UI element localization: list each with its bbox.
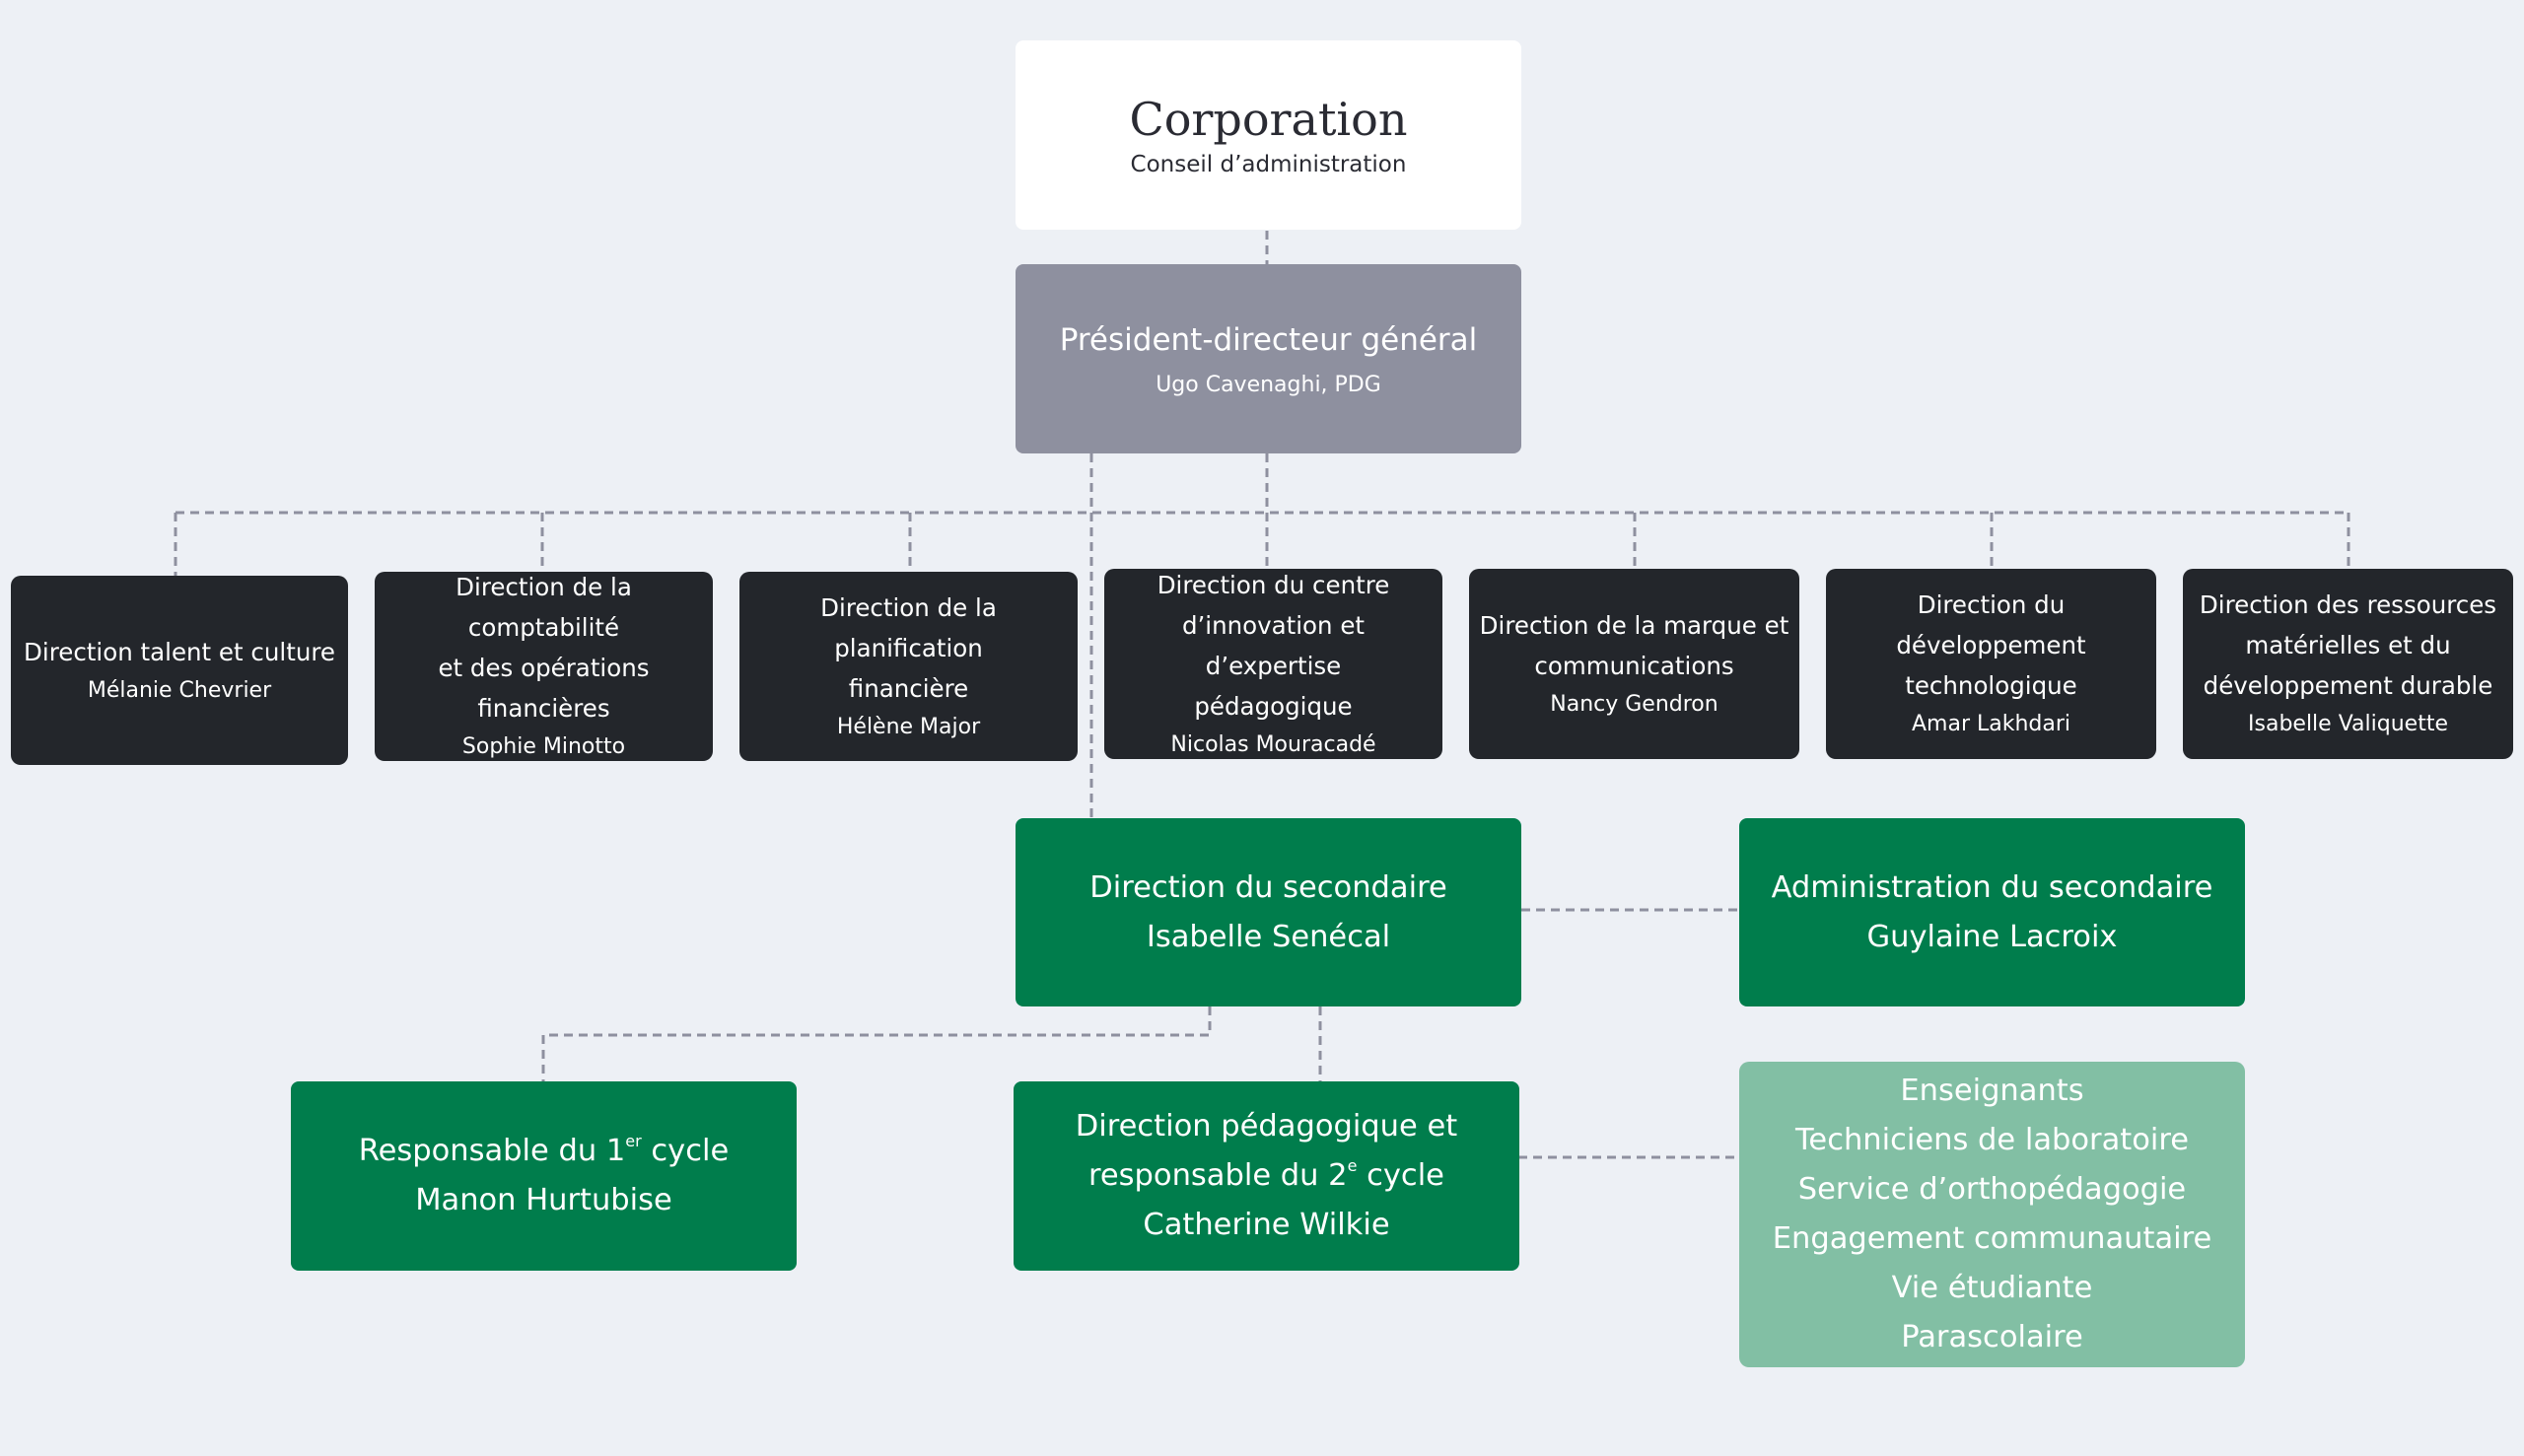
secondary-admin-title: Administration du secondaire xyxy=(1771,869,2213,905)
direction-title-line: financière xyxy=(848,673,969,703)
secondary-admin-person: Guylaine Lacroix xyxy=(1866,919,2118,954)
ceo-box: Président-directeur général Ugo Cavenagh… xyxy=(1016,264,1521,453)
direction-centre-innovation: Direction du centre d’innovation et d’ex… xyxy=(1104,569,1442,759)
direction-talent-culture: Direction talent et culture Mélanie Chev… xyxy=(11,576,348,765)
direction-person: Isabelle Valiquette xyxy=(2248,712,2448,736)
service-item: Parascolaire xyxy=(1901,1320,2083,1354)
connector-secondary-cycle1 xyxy=(541,1006,1212,1081)
cycle1-person: Manon Hurtubise xyxy=(415,1183,672,1217)
direction-title-line: développement durable xyxy=(2203,671,2493,700)
secondary-direction-box: Direction du secondaire Isabelle Senécal xyxy=(1016,818,1521,1006)
direction-person: Hélène Major xyxy=(836,714,981,739)
direction-person: Sophie Minotto xyxy=(461,734,626,759)
direction-title-line: communications xyxy=(1534,651,1734,680)
direction-comptabilite: Direction de la comptabilité et des opér… xyxy=(375,572,713,761)
ceo-title: Président-directeur général xyxy=(1059,322,1478,359)
service-item: Engagement communautaire xyxy=(1772,1221,2212,1256)
direction-title-line: Direction du développement xyxy=(1896,590,2086,659)
cycle2-box: Direction pédagogique et responsable du … xyxy=(1014,1081,1519,1271)
corporation-subtitle: Conseil d’administration xyxy=(1130,151,1407,177)
corporation-title: Corporation xyxy=(1129,93,1408,147)
direction-ressources-materielles: Direction des ressources matérielles et … xyxy=(2183,569,2513,759)
direction-title-line: Direction des ressources xyxy=(2199,590,2497,619)
cycle2-title-line2: responsable du 2e cycle xyxy=(1088,1156,1444,1194)
direction-title-line: technologique xyxy=(1905,671,2077,700)
direction-person: Nancy Gendron xyxy=(1550,691,1718,717)
cycle2-person: Catherine Wilkie xyxy=(1143,1208,1390,1242)
ceo-name: Ugo Cavenaghi, PDG xyxy=(1156,372,1381,397)
direction-planification-financiere: Direction de la planification financière… xyxy=(739,572,1078,761)
cycle1-title: Responsable du 1er cycle xyxy=(358,1132,730,1169)
direction-title-line: Direction de la planification xyxy=(820,592,997,662)
direction-title-line: Direction de la marque et xyxy=(1479,610,1789,640)
direction-title-line: Direction du centre xyxy=(1157,570,1390,599)
direction-title-line: pédagogique xyxy=(1194,691,1353,721)
direction-person: Mélanie Chevrier xyxy=(87,677,272,703)
direction-developpement-technologique: Direction du développement technologique… xyxy=(1826,569,2156,759)
direction-title-line: matérielles et du xyxy=(2245,631,2451,659)
direction-title-line: Direction talent et culture xyxy=(24,637,335,666)
secondary-direction-title: Direction du secondaire xyxy=(1089,869,1447,905)
cycle2-title-line1: Direction pédagogique et xyxy=(1075,1109,1458,1144)
corporation-box: Corporation Conseil d’administration xyxy=(1016,40,1521,230)
service-item: Enseignants xyxy=(1900,1074,2084,1108)
direction-marque-communications: Direction de la marque et communications… xyxy=(1469,569,1799,759)
service-item: Vie étudiante xyxy=(1891,1271,2093,1305)
cycle1-box: Responsable du 1er cycle Manon Hurtubise xyxy=(291,1081,797,1271)
direction-title-line: Direction de la comptabilité xyxy=(456,573,632,642)
service-item: Techniciens de laboratoire xyxy=(1794,1123,2189,1157)
secondary-direction-person: Isabelle Senécal xyxy=(1146,919,1391,954)
direction-title-line: et des opérations financières xyxy=(438,654,650,723)
direction-person: Nicolas Mouracadé xyxy=(1170,731,1376,757)
direction-title-line: d’innovation et d’expertise xyxy=(1181,610,1366,680)
direction-person: Amar Lakhdari xyxy=(1911,712,2071,736)
service-item: Service d’orthopédagogie xyxy=(1797,1172,2187,1207)
services-box: Enseignants Techniciens de laboratoire S… xyxy=(1739,1062,2245,1367)
secondary-admin-box: Administration du secondaire Guylaine La… xyxy=(1739,818,2245,1006)
